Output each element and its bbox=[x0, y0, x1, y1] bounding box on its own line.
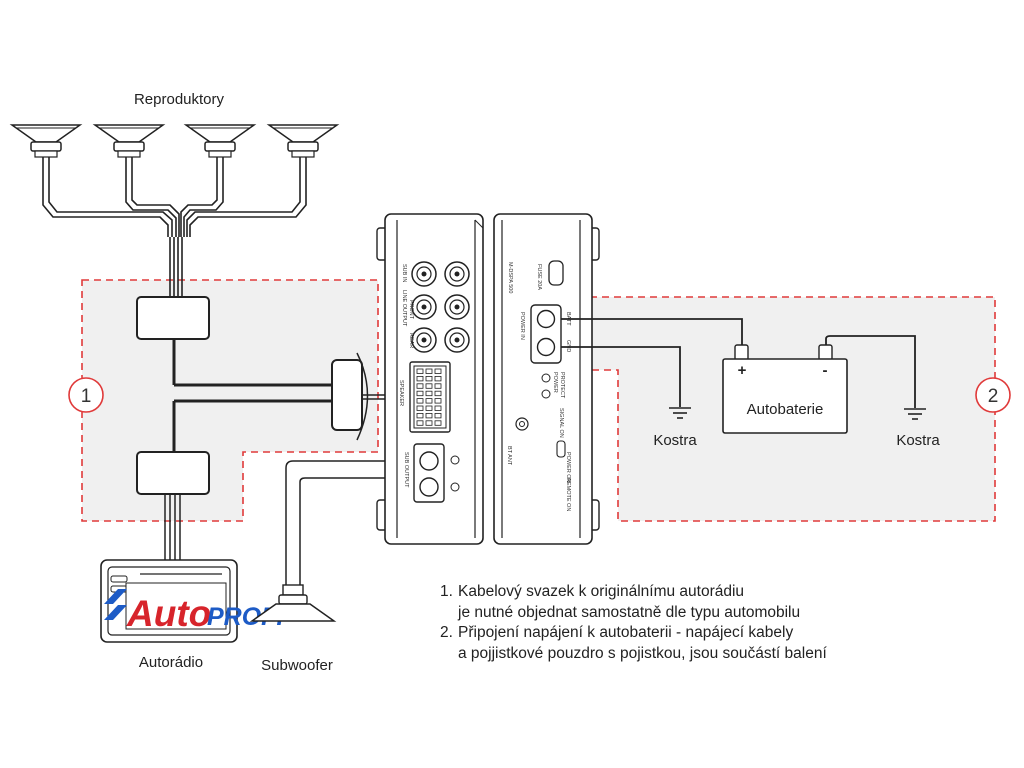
connector-pin bbox=[416, 368, 424, 374]
head-unit-label: Autorádio bbox=[139, 654, 203, 671]
label-model: M-DSPA 500 bbox=[507, 262, 513, 293]
connector-pin bbox=[434, 368, 442, 374]
connector-pin bbox=[434, 398, 442, 404]
harness-connector-top bbox=[136, 296, 210, 340]
ground-label-left: Kostra bbox=[653, 432, 697, 449]
power-on-switch bbox=[556, 440, 566, 458]
note-item-1: 1. Kabelový svazek k originálnímu autorá… bbox=[440, 582, 827, 623]
label-signal-on: SIGNAL ON bbox=[558, 408, 564, 438]
label-protect: PROTECT bbox=[559, 372, 565, 399]
speaker-icon-3 bbox=[185, 124, 255, 158]
connector-pin bbox=[416, 383, 424, 389]
connector-pin bbox=[416, 420, 424, 426]
note-line: a pojjistkové pouzdro s pojistkou, jsou … bbox=[458, 644, 827, 662]
battery-icon bbox=[722, 344, 848, 434]
speaker-icon-2 bbox=[94, 124, 164, 158]
rca-sub-in-left bbox=[411, 261, 437, 287]
subwoofer-icon bbox=[249, 584, 337, 622]
power-in-terminal bbox=[530, 304, 562, 364]
battery-minus-label: - bbox=[823, 362, 828, 379]
fuse-slot bbox=[548, 260, 564, 286]
connector-pin bbox=[434, 412, 442, 419]
zone-2-marker: 2 bbox=[975, 377, 1011, 413]
label-power-on: POWER ON bbox=[565, 452, 571, 483]
label-line-output: LINE OUTPUT bbox=[401, 290, 407, 327]
connector-pin bbox=[434, 383, 442, 389]
notes-list: 1. Kabelový svazek k originálnímu autorá… bbox=[440, 582, 827, 664]
connector-pin bbox=[416, 405, 424, 411]
label-speaker: SPEAKER bbox=[398, 380, 404, 406]
connector-pin bbox=[425, 375, 433, 382]
harness-wires bbox=[172, 339, 334, 452]
note-item-2: 2. Připojení napájení k autobaterii - na… bbox=[440, 623, 827, 664]
autoprofi-logo: Auto PROFI bbox=[104, 589, 284, 634]
power-led bbox=[541, 373, 551, 383]
speaker-connector-port bbox=[409, 361, 451, 433]
amplifier-harness-plug bbox=[331, 359, 363, 431]
label-fuse: FUSE 20A bbox=[536, 264, 542, 290]
connector-pin bbox=[434, 375, 442, 382]
label-power: POWER bbox=[552, 372, 558, 393]
connector-pin bbox=[425, 398, 433, 404]
label-power-in: POWER IN bbox=[519, 312, 525, 340]
zone-1-number: 1 bbox=[81, 386, 92, 407]
connector-pin bbox=[425, 368, 433, 374]
note-line: Připojení napájení k autobaterii - napáj… bbox=[458, 624, 794, 641]
rca-front-left bbox=[411, 294, 437, 320]
rca-rear-right bbox=[444, 327, 470, 353]
connector-pin bbox=[416, 390, 424, 397]
connector-pin bbox=[434, 390, 442, 397]
bt-antenna-connector bbox=[515, 417, 529, 431]
logo-text-auto: Auto bbox=[126, 593, 211, 634]
zone-2-number: 2 bbox=[988, 386, 999, 407]
connector-pin bbox=[416, 375, 424, 382]
connector-pin bbox=[425, 420, 433, 426]
connector-pin bbox=[416, 398, 424, 404]
rca-sub-in-right bbox=[444, 261, 470, 287]
label-front: FRONT bbox=[408, 300, 414, 320]
connector-pin bbox=[425, 412, 433, 419]
note-number: 2. bbox=[440, 624, 453, 641]
subwoofer-wires bbox=[285, 460, 407, 585]
label-bt-ant: BT ANT bbox=[506, 446, 512, 466]
protect-led bbox=[541, 389, 551, 399]
sub-output-port bbox=[413, 443, 460, 503]
rca-front-right bbox=[444, 294, 470, 320]
connector-pin bbox=[425, 383, 433, 389]
connector-pin bbox=[416, 412, 424, 419]
speaker-icon-4 bbox=[268, 124, 338, 158]
battery-label: Autobaterie bbox=[747, 401, 824, 418]
connector-pin bbox=[425, 405, 433, 411]
connector-pin bbox=[425, 390, 433, 397]
speaker-icon-1 bbox=[11, 124, 81, 158]
label-remote-on: REMOTE ON bbox=[565, 478, 571, 511]
label-sub-in: SUB IN bbox=[401, 264, 407, 282]
label-sub-output: SUB OUTPUT bbox=[403, 452, 409, 488]
harness-connector-bottom bbox=[136, 451, 210, 495]
battery-wires bbox=[561, 318, 916, 408]
connector-pin bbox=[434, 420, 442, 426]
note-line: Kabelový svazek k originálnímu autorádiu bbox=[458, 583, 745, 600]
ground-label-right: Kostra bbox=[896, 432, 940, 449]
speaker-wires bbox=[42, 157, 307, 297]
head-unit-wires bbox=[164, 494, 181, 560]
label-rear: REAR bbox=[408, 333, 414, 348]
speakers-label: Reproduktory bbox=[134, 91, 225, 108]
note-line: je nutné objednat samostatně dle typu au… bbox=[458, 603, 801, 621]
zone-1-marker: 1 bbox=[68, 377, 104, 413]
battery-plus-label: + bbox=[738, 362, 747, 379]
subwoofer-label: Subwoofer bbox=[261, 657, 333, 674]
connector-pin bbox=[434, 405, 442, 411]
note-number: 1. bbox=[440, 583, 453, 600]
rca-rear-left bbox=[411, 327, 437, 353]
